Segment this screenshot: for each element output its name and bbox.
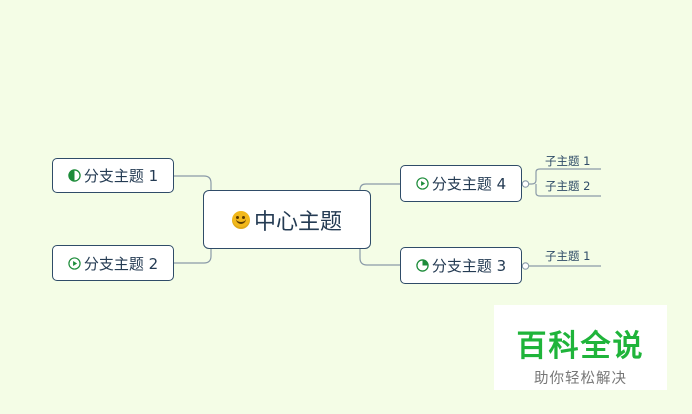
connector-branch4-sub1 (522, 168, 601, 185)
play-circle-icon (68, 256, 81, 270)
branch-topic-label: 分支主题 1 (83, 167, 159, 185)
branch-topic-label: 分支主题 2 (83, 254, 159, 273)
branch-topic-label: 分支主题 4 (431, 175, 507, 193)
connector-branch4-sub2 (535, 184, 601, 197)
branch-topic-1[interactable]: 分支主题 1 (52, 158, 174, 193)
branch-topic-2[interactable]: 分支主题 2 (52, 245, 174, 281)
subtopic-branch4-1[interactable]: 子主题 1 (545, 154, 591, 168)
collapse-toggle-branch4 (521, 180, 530, 188)
quarter-circle-progress-icon (416, 259, 429, 272)
central-topic[interactable]: 中心主题 (203, 190, 371, 249)
branch-topic-3[interactable]: 分支主题 3 (400, 247, 522, 284)
branch-topic-4[interactable]: 分支主题 4 (400, 165, 522, 202)
connector-central-branch3 (359, 249, 400, 266)
watermark-title: 百科全说 (516, 329, 645, 364)
watermark: 百科全说 助你轻松解决 (494, 305, 667, 390)
branch-topic-label: 分支主题 3 (431, 257, 507, 275)
half-circle-progress-icon (68, 169, 81, 182)
smiley-emoji-icon (231, 210, 250, 229)
connector-central-branch1 (174, 175, 212, 190)
subtopic-branch4-2[interactable]: 子主题 2 (545, 179, 591, 193)
connector-central-branch4 (359, 183, 400, 191)
play-circle-icon (416, 177, 429, 190)
collapse-toggle-branch3 (521, 262, 530, 270)
subtopic-branch3-1[interactable]: 子主题 1 (545, 249, 591, 263)
watermark-subtitle: 助你轻松解决 (534, 371, 627, 387)
central-topic-label: 中心主题 (253, 209, 342, 235)
connector-central-branch2 (174, 249, 212, 264)
